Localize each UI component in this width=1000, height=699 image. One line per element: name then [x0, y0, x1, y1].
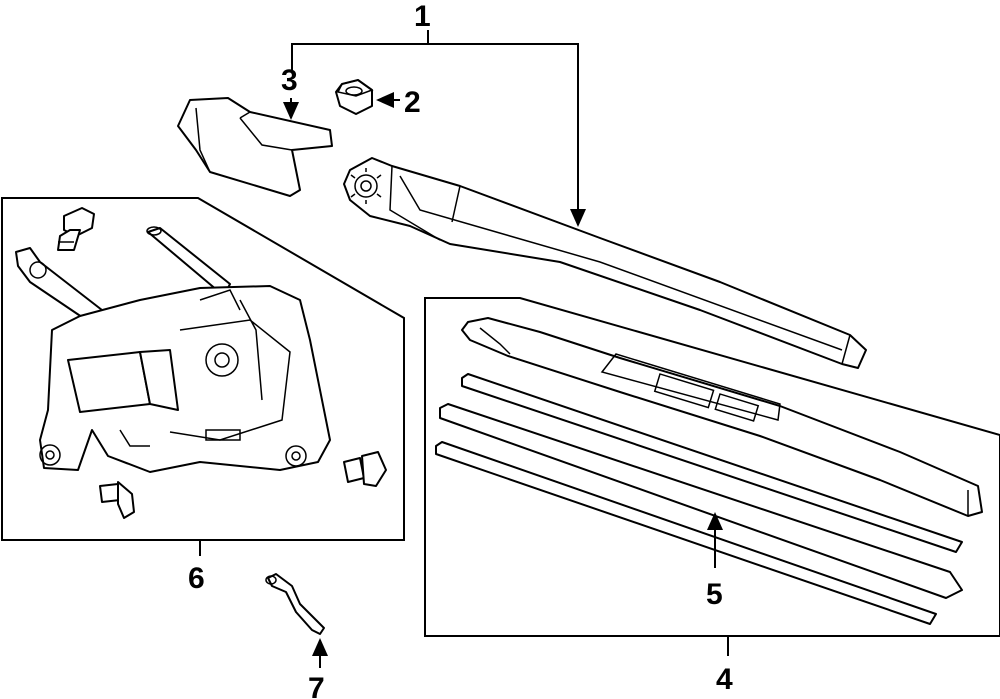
callout-2: 2: [404, 86, 421, 119]
wiper-motor: [15, 226, 331, 473]
callout-4: 4: [716, 663, 733, 696]
callout-1: 1: [414, 0, 431, 33]
hose-connector: [265, 573, 325, 635]
callout-2-group: 2: [335, 79, 421, 119]
callout-7: 7: [308, 672, 325, 699]
callout-7-group: 7: [308, 638, 328, 699]
refill-strips: [435, 373, 963, 625]
callout-1-group: 1: [291, 0, 586, 227]
bolt-right: [343, 451, 387, 487]
callout-4-group: 4: [716, 636, 733, 696]
callout-3-group: 3: [281, 64, 299, 120]
bolt-top: [57, 207, 95, 251]
nut: [335, 79, 374, 115]
callout-5-group: 5: [706, 512, 723, 611]
arm-cover: [177, 97, 333, 197]
motor-box: [1, 197, 405, 541]
callout-6-group: 6: [188, 540, 205, 595]
blade-box: [424, 297, 1000, 637]
callout-3: 3: [281, 64, 298, 97]
bolt-bottom: [99, 481, 135, 519]
wiper-blade: [461, 317, 983, 517]
callout-6: 6: [188, 562, 205, 595]
callout-5: 5: [706, 578, 723, 611]
wiper-arm: [343, 157, 867, 369]
